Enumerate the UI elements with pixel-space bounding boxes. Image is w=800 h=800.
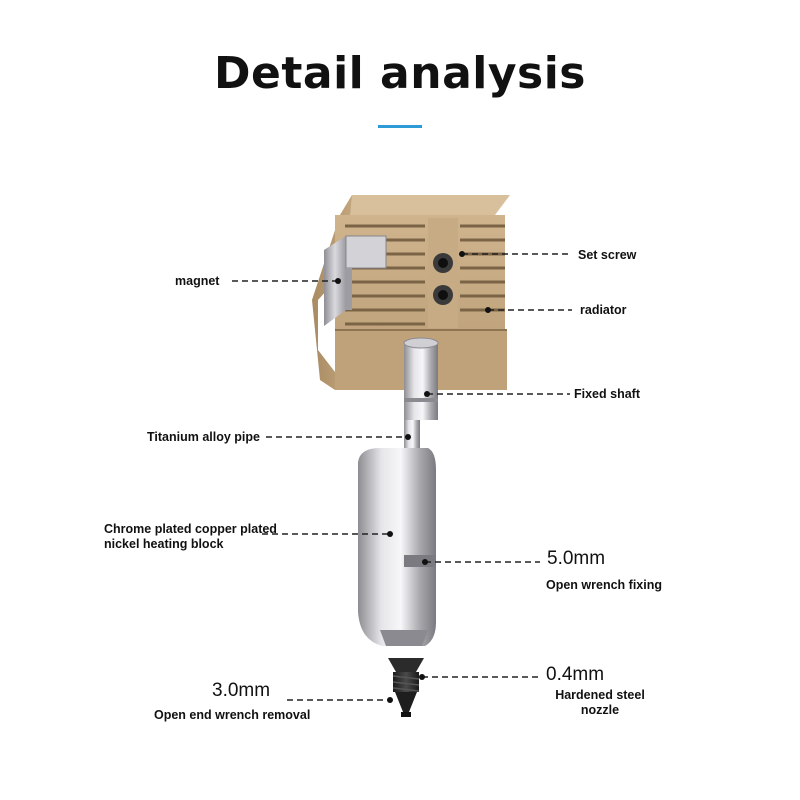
label-wrench-size-5: 5.0mm xyxy=(547,548,606,569)
titanium-pipe xyxy=(404,420,420,452)
label-open-end-removal: Open end wrench removal xyxy=(154,708,311,722)
title-accent-bar xyxy=(378,125,422,128)
label-heating-block-line2: nickel heating block xyxy=(104,537,224,551)
heating-block xyxy=(358,448,436,646)
label-nozzle-desc: Hardened steel nozzle xyxy=(540,688,660,718)
label-fixed-shaft: Fixed shaft xyxy=(574,387,640,401)
label-nozzle-size: 0.4mm xyxy=(546,664,605,685)
nozzle-part xyxy=(388,658,424,717)
label-radiator: radiator xyxy=(580,303,627,317)
label-heating-block-line1: Chrome plated copper plated xyxy=(104,522,277,536)
label-wrench-size-3: 3.0mm xyxy=(212,680,271,701)
label-titanium-pipe: Titanium alloy pipe xyxy=(147,430,260,444)
label-set-screw: Set screw xyxy=(578,248,637,262)
label-nozzle-line1: Hardened steel xyxy=(555,688,645,702)
label-magnet: magnet xyxy=(175,274,220,288)
label-nozzle-line2: nozzle xyxy=(580,703,620,717)
set-screws xyxy=(433,253,453,305)
label-open-wrench-fixing: Open wrench fixing xyxy=(546,578,662,592)
fixed-shaft xyxy=(403,337,439,420)
page-title: Detail analysis xyxy=(213,48,586,99)
